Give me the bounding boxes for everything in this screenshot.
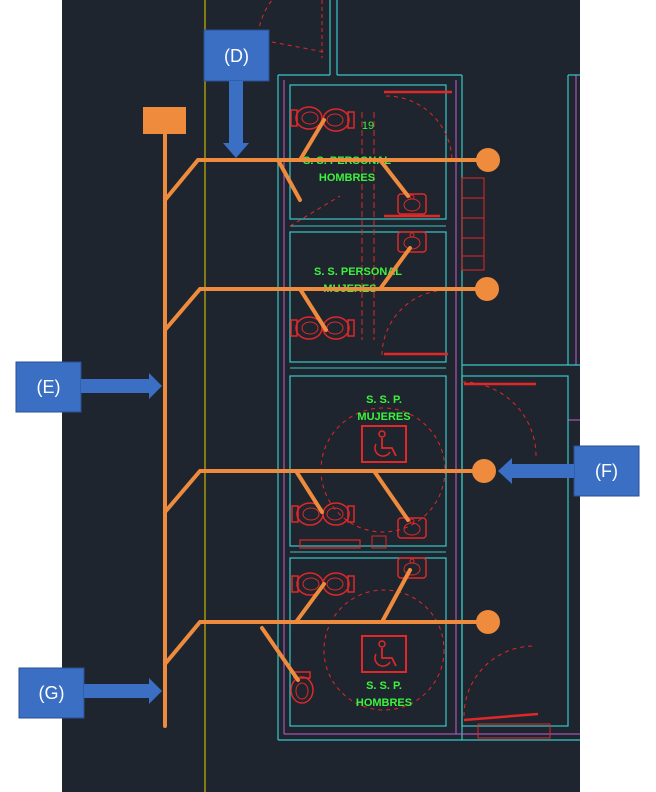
room-label-public-hombres-line2: HOMBRES bbox=[356, 697, 412, 709]
callout-f: (F) bbox=[498, 445, 640, 497]
building-walls bbox=[277, 0, 580, 741]
arrow-down-icon bbox=[223, 143, 249, 158]
callout-d-label: (D) bbox=[224, 46, 249, 66]
vent-branch-1-tap-a bbox=[276, 158, 302, 202]
vent-branch-3-tap-a bbox=[294, 469, 324, 514]
callout-d: (D) bbox=[203, 29, 270, 158]
callout-g: (G) bbox=[18, 667, 162, 719]
vent-branch-4-tap-a bbox=[294, 582, 326, 624]
callout-e-label: (E) bbox=[37, 377, 61, 397]
vent-terminals bbox=[143, 107, 500, 634]
room-label-public-mujeres-line1: S. S. P. bbox=[366, 394, 402, 406]
vent-branch-1 bbox=[163, 158, 490, 202]
vent-cap-icon bbox=[475, 277, 499, 301]
vent-branch-4 bbox=[163, 620, 490, 666]
vent-branch-1-tap-c bbox=[378, 158, 410, 198]
callout-e: (E) bbox=[15, 361, 162, 413]
drawing-background bbox=[62, 0, 580, 792]
vent-branch-1-tap-b bbox=[298, 118, 326, 162]
room-labels: 19 S. S. PERSONAL HOMBRES S. S. PERSONAL… bbox=[303, 120, 412, 709]
vent-piping bbox=[163, 118, 490, 728]
room-label-personal-hombres-line2: HOMBRES bbox=[319, 172, 375, 184]
room-label-personal-mujeres-line1: S. S. PERSONAL bbox=[314, 266, 402, 278]
vent-cap-icon bbox=[472, 459, 496, 483]
callout-f-label: (F) bbox=[595, 461, 618, 481]
vent-branch-3-tap-b bbox=[372, 469, 410, 522]
vent-cap-icon bbox=[476, 148, 500, 172]
vent-branch-4-tap-c bbox=[380, 568, 412, 624]
arrow-right-icon bbox=[149, 678, 162, 704]
vent-branch-2-tap-b bbox=[378, 246, 412, 291]
room-number: 19 bbox=[362, 120, 374, 132]
room-label-public-mujeres-line2: MUJERES bbox=[357, 411, 410, 423]
vent-branch-2-tap-a bbox=[298, 287, 328, 332]
room-label-public-hombres-line1: S. S. P. bbox=[366, 680, 402, 692]
vent-branch-2 bbox=[163, 287, 490, 332]
callout-g-label: (G) bbox=[39, 683, 65, 703]
vent-branch-4-tap-b bbox=[260, 626, 300, 682]
arrow-left-icon bbox=[498, 458, 512, 484]
vent-cap-icon bbox=[143, 107, 186, 134]
door-leaves bbox=[384, 90, 539, 722]
arrow-right-icon bbox=[149, 373, 162, 399]
vent-branch-3 bbox=[163, 469, 486, 514]
vent-cap-icon bbox=[476, 610, 500, 634]
plumbing-fixtures bbox=[290, 106, 427, 704]
